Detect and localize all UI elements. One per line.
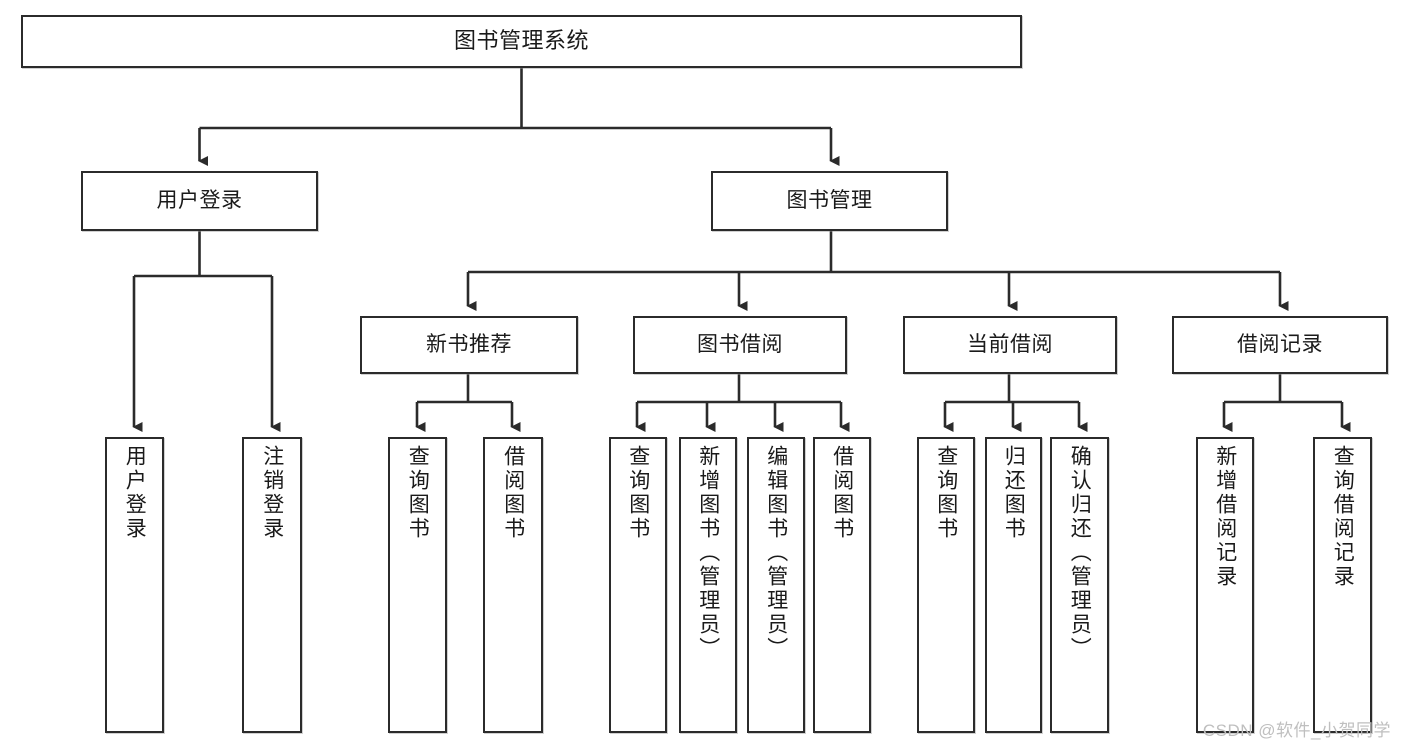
node-leaf-query-book-3[interactable]: 查询图书 — [917, 437, 975, 733]
watermark: CSDN @软件_小贺同学 — [1202, 721, 1391, 740]
node-borrow-record[interactable]: 借阅记录 — [1172, 316, 1388, 374]
node-leaf-query-book-3-label: 查询图书 — [934, 445, 958, 541]
node-leaf-edit-book[interactable]: 编辑图书（管理员） — [747, 437, 805, 733]
node-leaf-return-book[interactable]: 归还图书 — [985, 437, 1042, 733]
node-leaf-add-book-label: 新增图书（管理员） — [696, 445, 720, 661]
node-user-login-label: 用户登录 — [156, 189, 243, 213]
node-leaf-query-book-1[interactable]: 查询图书 — [388, 437, 447, 733]
node-leaf-add-book[interactable]: 新增图书（管理员） — [679, 437, 737, 733]
node-user-login[interactable]: 用户登录 — [81, 171, 318, 231]
node-leaf-logout[interactable]: 注销登录 — [242, 437, 302, 733]
node-leaf-confirm-return-label: 确认归还（管理员） — [1068, 445, 1092, 661]
node-leaf-query-book-1-label: 查询图书 — [406, 445, 430, 541]
node-leaf-borrow-book-2[interactable]: 借阅图书 — [813, 437, 871, 733]
node-leaf-query-record[interactable]: 查询借阅记录 — [1313, 437, 1372, 733]
node-leaf-logout-label: 注销登录 — [260, 445, 284, 541]
node-leaf-edit-book-label: 编辑图书（管理员） — [764, 445, 788, 661]
node-leaf-query-book-2-label: 查询图书 — [626, 445, 650, 541]
node-new-book-rec[interactable]: 新书推荐 — [360, 316, 578, 374]
node-current-borrow[interactable]: 当前借阅 — [903, 316, 1117, 374]
node-leaf-query-record-label: 查询借阅记录 — [1331, 445, 1355, 589]
node-book-borrow[interactable]: 图书借阅 — [633, 316, 847, 374]
node-book-manage-label: 图书管理 — [786, 189, 873, 213]
node-new-book-rec-label: 新书推荐 — [426, 333, 512, 357]
node-leaf-user-login-label: 用户登录 — [123, 445, 147, 541]
node-borrow-record-label: 借阅记录 — [1237, 333, 1323, 357]
node-leaf-query-book-2[interactable]: 查询图书 — [609, 437, 667, 733]
node-leaf-borrow-book-2-label: 借阅图书 — [830, 445, 854, 541]
node-root[interactable]: 图书管理系统 — [21, 15, 1022, 68]
node-leaf-return-book-label: 归还图书 — [1002, 445, 1026, 541]
node-leaf-borrow-book-1-label: 借阅图书 — [501, 445, 525, 541]
node-root-label: 图书管理系统 — [453, 28, 589, 54]
node-leaf-user-login[interactable]: 用户登录 — [105, 437, 164, 733]
node-leaf-borrow-book-1[interactable]: 借阅图书 — [483, 437, 543, 733]
node-book-borrow-label: 图书借阅 — [697, 333, 783, 357]
node-book-manage[interactable]: 图书管理 — [711, 171, 948, 231]
node-current-borrow-label: 当前借阅 — [967, 333, 1053, 357]
node-leaf-add-record-label: 新增借阅记录 — [1213, 445, 1237, 589]
node-leaf-confirm-return[interactable]: 确认归还（管理员） — [1050, 437, 1109, 733]
node-leaf-add-record[interactable]: 新增借阅记录 — [1196, 437, 1254, 733]
